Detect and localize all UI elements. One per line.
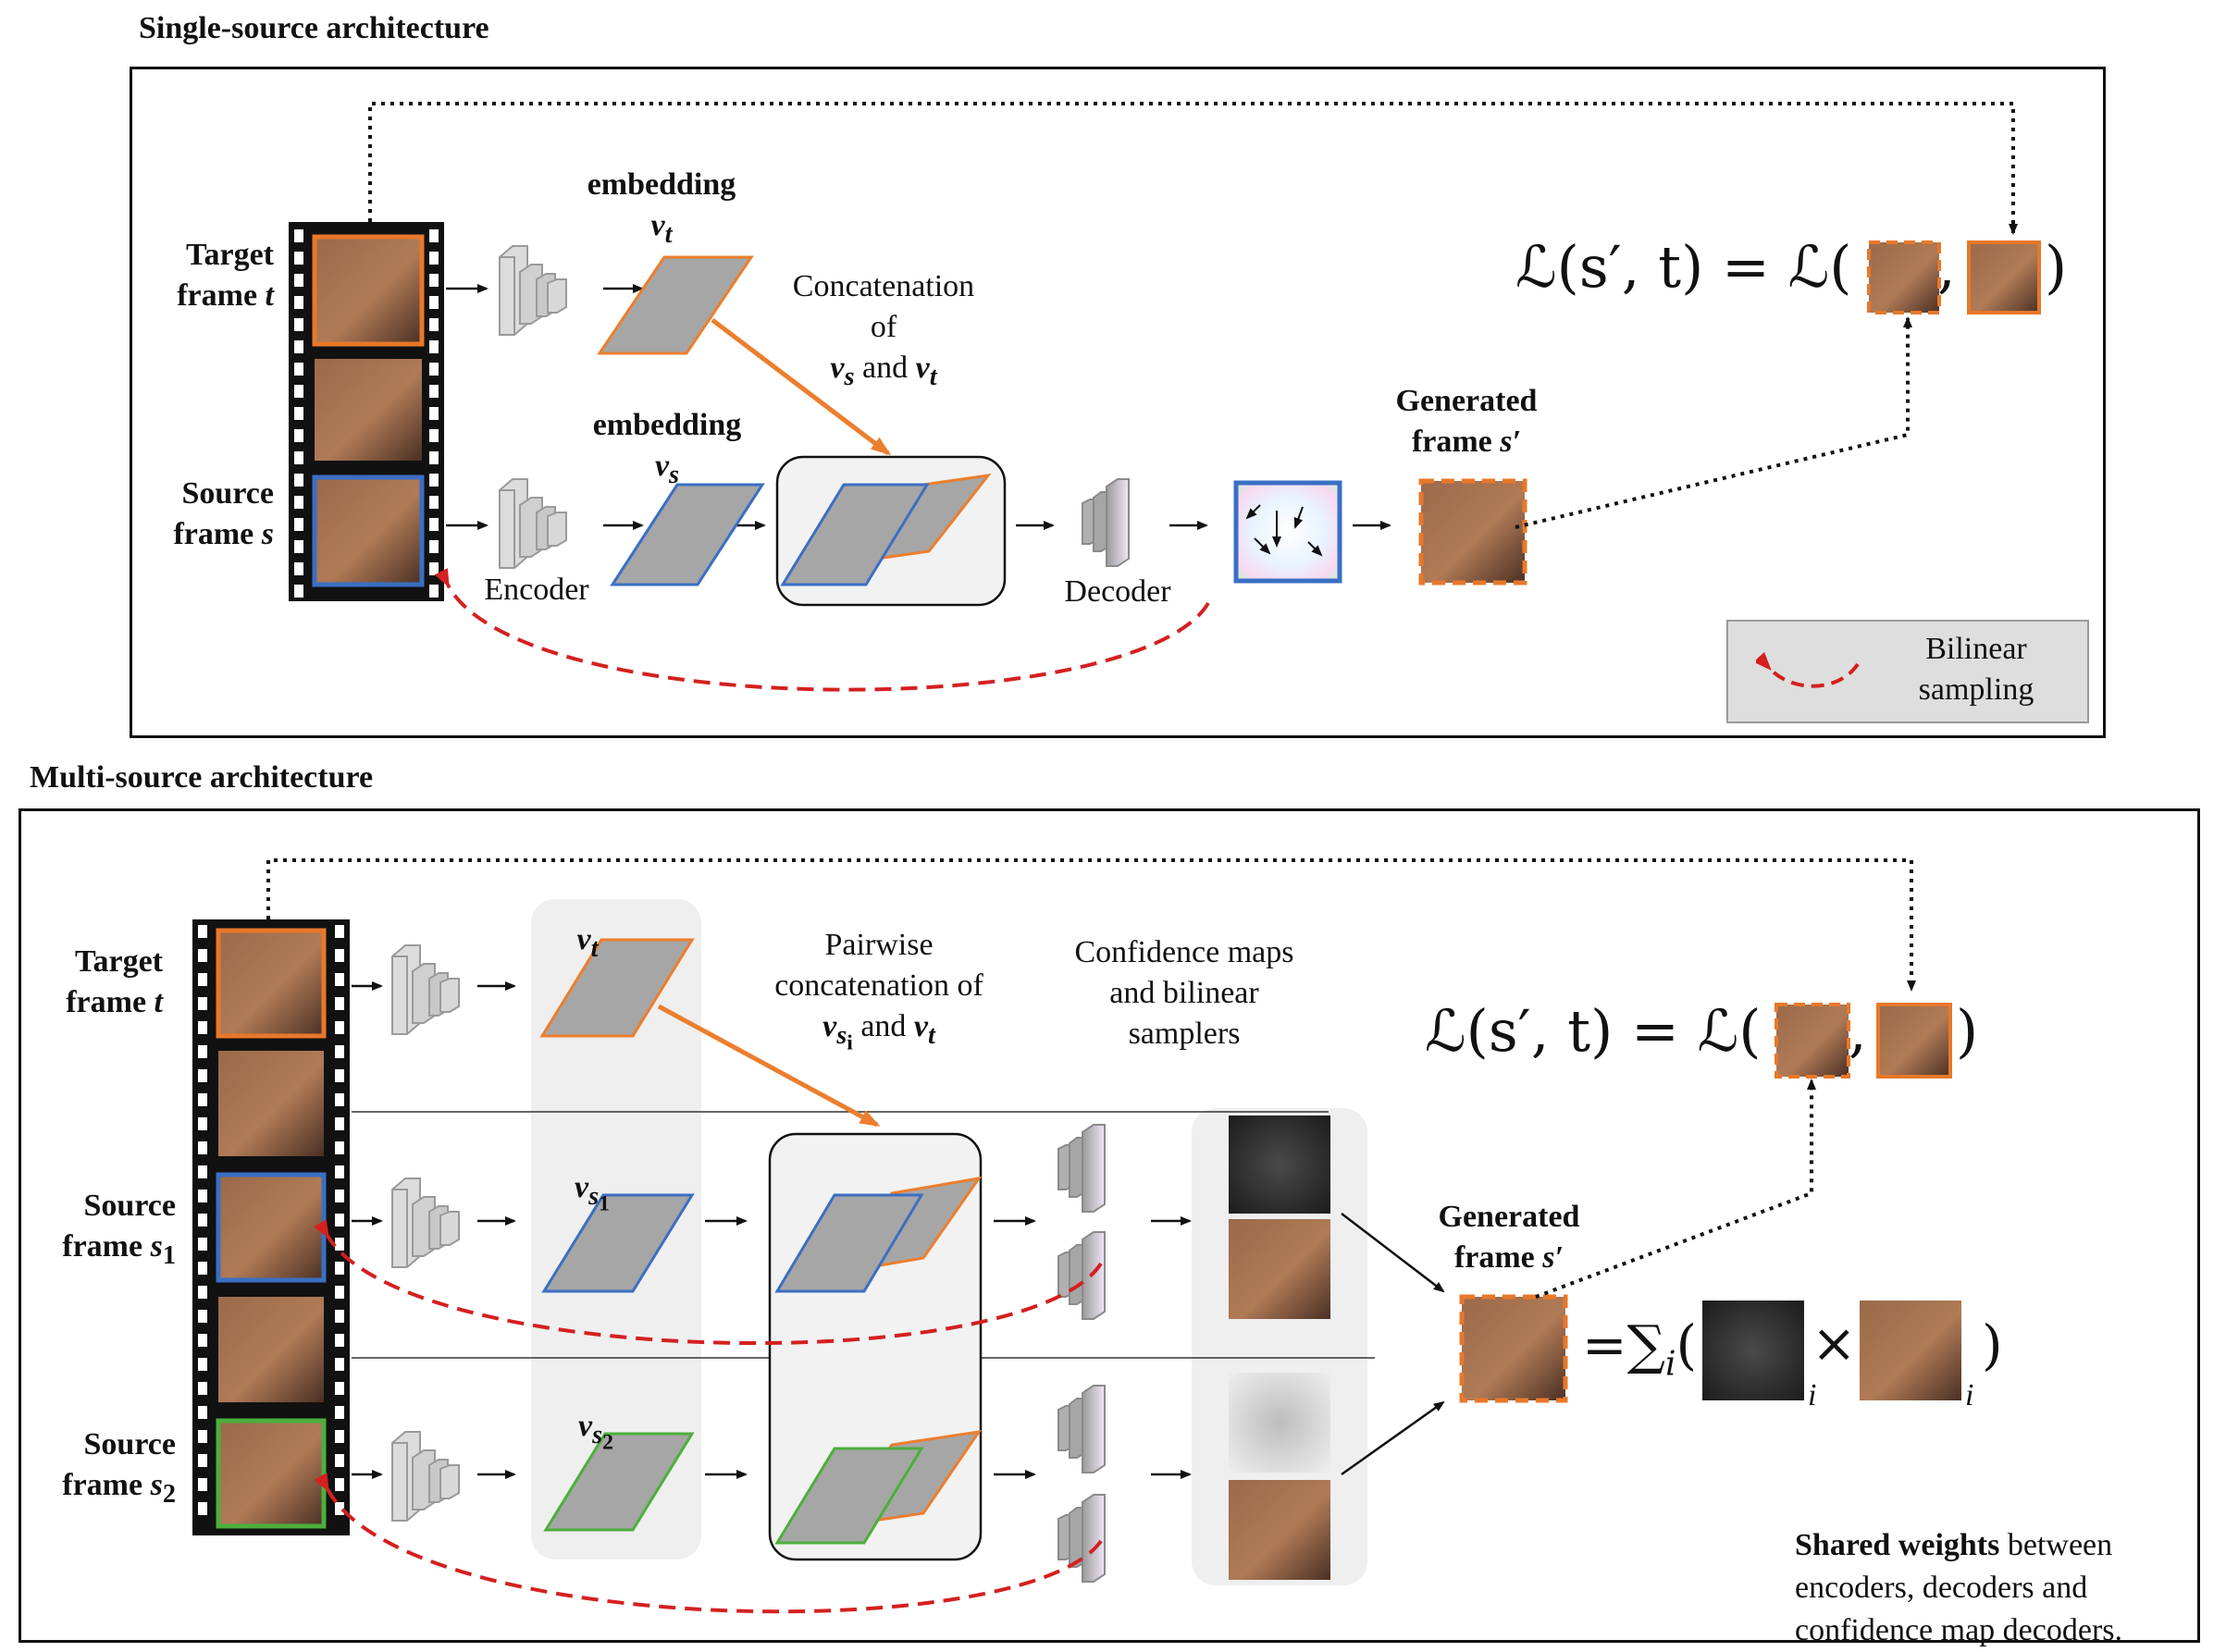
- embedding-vt-bar: [597, 255, 754, 355]
- source1-frame-thumb: [216, 1172, 327, 1283]
- sum-index-2: i: [1965, 1378, 1974, 1412]
- generated-frame-label: Generated frame s′: [1395, 384, 1538, 460]
- encoder-block-icon: [499, 245, 567, 336]
- vs1-label: vs1: [575, 1170, 610, 1216]
- encoder-block-icon: [391, 1177, 460, 1268]
- vt-label: vt: [576, 922, 599, 963]
- loss-generated-thumb: [1867, 240, 1941, 314]
- sum-equation: =∑i(: [1582, 1313, 1698, 1384]
- target-frame-label: Target frame t: [66, 944, 163, 1020]
- concatenation-label: Concatenation of vs and vt: [792, 269, 975, 392]
- target-frame-label: Target frame t: [177, 238, 274, 314]
- sampled-face-thumb: [1229, 1480, 1330, 1580]
- embedding-vs1-bar: [541, 1193, 695, 1293]
- bilinear-curve-icon: [1756, 651, 1860, 688]
- confidence-map-light: [1229, 1373, 1330, 1473]
- confidence-maps-label: Confidence maps and bilinear samplers: [1074, 935, 1294, 1052]
- generated-frame-thumb: [1418, 478, 1527, 586]
- loss-target-thumb: [1876, 1003, 1952, 1079]
- single-loss-comma: ,: [1937, 233, 1956, 301]
- film-frame-thumb: [315, 359, 422, 461]
- embedding-vt-bar: [539, 938, 695, 1038]
- decoder-block-icon: [1057, 1385, 1106, 1473]
- source-frame-label: Source frame s: [173, 476, 274, 552]
- generated-frame-thumb: [1459, 1294, 1568, 1403]
- flow-field-icon: [1233, 480, 1342, 584]
- encoder-label: Encoder: [484, 573, 589, 607]
- encoder-block-icon: [391, 944, 460, 1035]
- single-source-title: Single-source architecture: [139, 11, 489, 45]
- encoder-block-icon: [391, 1431, 460, 1522]
- multi-loss-equation: ℒ(s′, t) = ℒ(: [1425, 997, 1762, 1065]
- multi-loss-close: ): [1956, 997, 1979, 1065]
- film-frame-thumb: [218, 1051, 324, 1156]
- sum-close: ): [1982, 1313, 2003, 1376]
- confidence-map-dark: [1229, 1116, 1330, 1214]
- times-symbol: ×: [1812, 1312, 1857, 1375]
- multi-source-panel: [19, 808, 2200, 1643]
- decoder-block-icon: [1057, 1231, 1106, 1320]
- single-loss-close: ): [2045, 233, 2068, 301]
- sampled-face-thumb: [1229, 1219, 1330, 1319]
- loss-generated-thumb: [1775, 1003, 1850, 1079]
- embedding-vs-label: embedding vs: [592, 408, 742, 489]
- encoder-block-icon: [499, 478, 567, 569]
- sum-index-1: i: [1808, 1378, 1817, 1412]
- decoder-block-icon: [1082, 478, 1130, 567]
- shared-weights-note: Shared weights between encoders, decoder…: [1795, 1528, 2122, 1647]
- decoder-block-icon: [1057, 1124, 1106, 1213]
- sum-face-thumb: [1860, 1301, 1961, 1400]
- legend-label: Bilinear sampling: [1918, 632, 2034, 708]
- film-frame-thumb: [218, 1297, 324, 1402]
- pairwise-concat-label: Pairwise concatenation of vsi and vt: [774, 928, 983, 1055]
- embedding-vs2-bar: [543, 1432, 695, 1532]
- legend-box: Bilinear sampling: [1726, 620, 2089, 723]
- multi-source-title: Multi-source architecture: [30, 760, 374, 795]
- source1-frame-label: Source frame s1: [62, 1189, 176, 1270]
- multi-loss-comma: ,: [1849, 997, 1867, 1065]
- target-frame-thumb: [312, 234, 425, 347]
- sum-confidence-thumb: [1702, 1301, 1804, 1400]
- single-loss-equation: ℒ(s′, t) = ℒ(: [1515, 233, 1852, 301]
- source2-frame-label: Source frame s2: [62, 1427, 176, 1509]
- source-frame-thumb: [312, 475, 425, 587]
- loss-target-thumb: [1967, 240, 2041, 314]
- generated-frame-label: Generated frame s′: [1438, 1200, 1580, 1276]
- embedding-vs-bar: [610, 483, 765, 586]
- source2-frame-thumb: [216, 1418, 327, 1529]
- decoder-label: Decoder: [1064, 574, 1171, 609]
- vs2-label: vs2: [578, 1409, 613, 1455]
- target-frame-thumb: [216, 928, 327, 1039]
- decoder-block-icon: [1057, 1494, 1106, 1583]
- embedding-vt-label: embedding vt: [587, 167, 736, 249]
